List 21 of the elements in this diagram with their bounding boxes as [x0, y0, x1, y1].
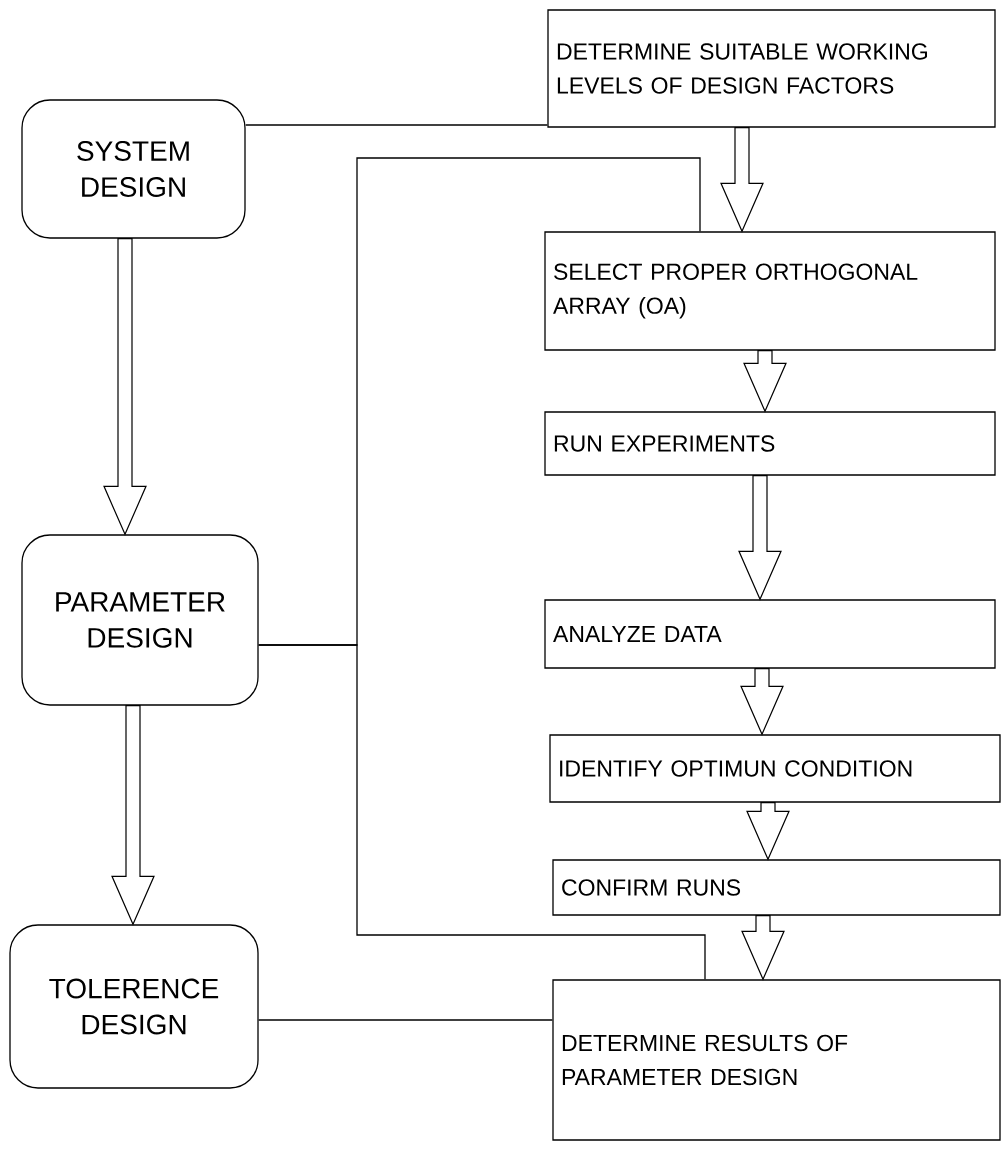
process-box: SELECT PROPER ORTHOGONAL ARRAY (OA): [544, 231, 996, 351]
hollow-arrow: [111, 705, 155, 926]
process-box: IDENTIFY OPTIMUN CONDITION: [549, 734, 1001, 803]
process-box: ANALYZE DATA: [544, 599, 996, 669]
process-box: RUN EXPERIMENTS: [544, 411, 996, 476]
connector-line: [245, 124, 548, 126]
hollow-arrow: [740, 668, 784, 736]
stage-box: TOLERENCE DESIGN: [9, 924, 259, 1089]
hollow-arrow: [743, 350, 787, 413]
connector-line: [258, 1019, 553, 1021]
bracket-line: [258, 644, 706, 980]
process-box: DETERMINE RESULTS OF PARAMETER DESIGN: [552, 979, 1001, 1141]
hollow-arrow: [720, 127, 764, 233]
hollow-arrow: [103, 238, 147, 536]
stage-box: PARAMETER DESIGN: [21, 534, 259, 706]
process-box: CONFIRM RUNS: [552, 859, 1001, 916]
process-box: DETERMINE SUITABLE WORKING LEVELS OF DESIGN FACTORS: [547, 9, 996, 128]
hollow-arrow: [741, 915, 785, 981]
stage-box: SYSTEM DESIGN: [21, 99, 246, 239]
hollow-arrow: [738, 475, 782, 601]
hollow-arrow: [746, 802, 790, 861]
